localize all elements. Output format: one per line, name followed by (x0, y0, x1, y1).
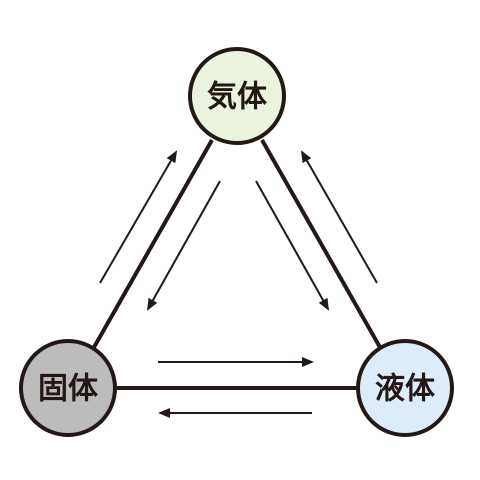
node-gas: 気体 (188, 47, 286, 145)
node-gas-label: 気体 (207, 80, 268, 115)
arrow-gas-to-liquid (255, 180, 329, 311)
arrow-gas-to-solid (147, 180, 221, 311)
arrow-liquid-to-gas (301, 150, 378, 284)
edge-gas-liquid (260, 139, 383, 350)
node-solid-label: 固体 (38, 372, 99, 407)
node-liquid: 液体 (356, 339, 454, 437)
node-liquid-label: 液体 (375, 372, 436, 407)
node-solid-circle (19, 339, 117, 437)
node-gas-circle (188, 47, 286, 145)
node-solid: 固体 (19, 339, 117, 437)
arrow-solid-to-gas (99, 150, 178, 284)
edge-gas-solid (91, 139, 214, 350)
node-liquid-circle (356, 339, 454, 437)
